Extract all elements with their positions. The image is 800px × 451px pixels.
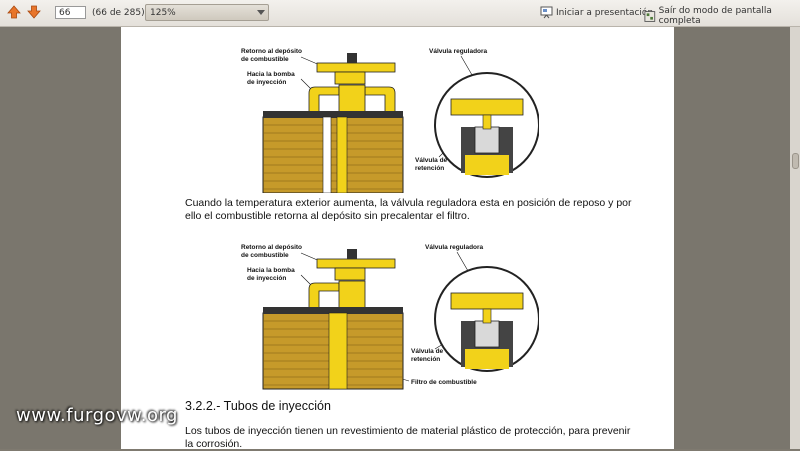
zoom-select[interactable]: 125%	[145, 4, 269, 21]
label-return-to-tank-2: de combustible	[241, 56, 289, 63]
label-check-valve-2: retención	[415, 165, 444, 172]
toolbar: 66 (66 de 285) 125% Iniciar a presentaci…	[0, 0, 800, 27]
paragraph-reposo: Cuando la temperatura exterior aumenta, …	[185, 197, 632, 222]
zoom-value: 125%	[150, 8, 176, 18]
section-heading: 3.2.2.- Tubos de inyección	[185, 399, 331, 413]
label-to-pump: Hacia la bomba	[247, 71, 295, 78]
label-regulating-valve: Válvula reguladora	[429, 48, 488, 55]
label-check-valve-2: retención	[411, 356, 440, 363]
start-presentation-label: Iniciar a presentación	[556, 7, 654, 18]
fuel-filter-diagram-cold: Retorno al depósito de combustible Hacia…	[241, 48, 539, 193]
exit-fullscreen-button[interactable]: Saír do modo de pantalla completa	[644, 6, 800, 26]
label-return-to-tank: Retorno al depósito	[241, 244, 302, 251]
document-viewport[interactable]: Retorno al depósito de combustible Hacia…	[0, 27, 800, 450]
exit-fullscreen-label: Saír do modo de pantalla completa	[658, 6, 772, 26]
page-count-label: (66 de 285)	[92, 8, 145, 18]
page-number-input[interactable]: 66	[55, 6, 86, 19]
document-page: Retorno al depósito de combustible Hacia…	[121, 27, 674, 450]
label-check-valve: Válvula de	[411, 348, 444, 355]
presentation-icon	[540, 6, 553, 19]
paragraph-tubos: Los tubos de inyección tienen un revesti…	[185, 425, 631, 450]
next-page-button[interactable]	[26, 4, 42, 20]
watermark: www.furgovw.org	[16, 405, 178, 426]
vertical-scrollbar[interactable]	[790, 27, 800, 449]
scrollbar-thumb[interactable]	[792, 153, 799, 169]
leave-fullscreen-icon	[644, 10, 656, 22]
label-fuel-filter: Filtro de combustible	[411, 379, 477, 386]
start-presentation-button[interactable]: Iniciar a presentación	[540, 6, 653, 19]
label-return-to-tank: Retorno al depósito	[241, 48, 302, 55]
label-return-to-tank-2: de combustible	[241, 252, 289, 259]
fuel-filter-diagram-warm: Retorno al depósito de combustible Hacia…	[241, 244, 539, 390]
label-to-pump-2: de inyección	[247, 275, 286, 282]
label-regulating-valve: Válvula reguladora	[425, 244, 484, 251]
label-to-pump-2: de inyección	[247, 79, 286, 86]
arrow-up-icon	[7, 5, 21, 19]
previous-page-button[interactable]	[6, 4, 22, 20]
arrow-down-icon	[27, 5, 41, 19]
label-check-valve: Válvula de	[415, 157, 448, 164]
chevron-down-icon	[254, 5, 268, 20]
label-to-pump: Hacia la bomba	[247, 267, 295, 274]
